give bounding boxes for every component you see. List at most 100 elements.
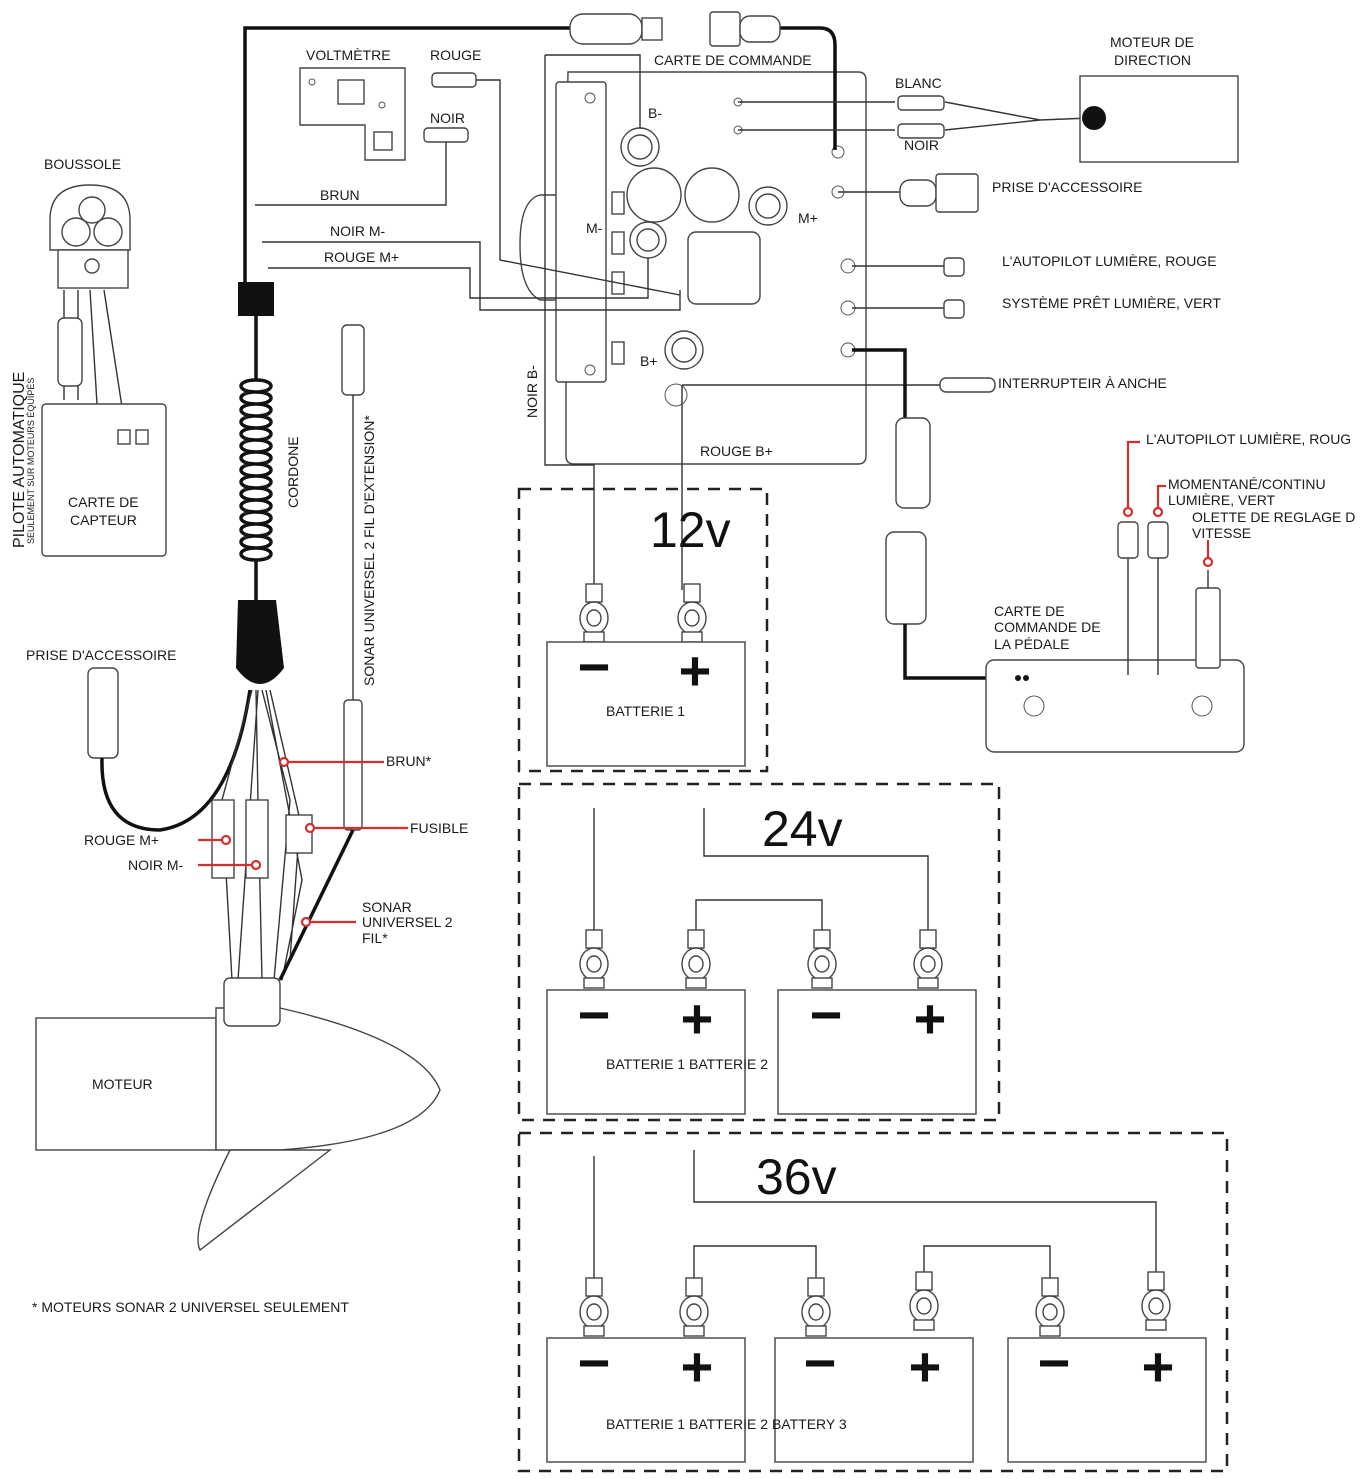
label-b-plus: B+: [640, 353, 658, 369]
accessory-plug-top: [899, 173, 979, 213]
fuse-rouge: [431, 72, 477, 88]
label-molette-1: OLETTE DE REGLAGE D: [1192, 509, 1355, 525]
capacitor-1: [626, 167, 682, 223]
battery-36v-1: −+: [546, 1331, 746, 1463]
label-carte-capteur-2: CAPTEUR: [70, 512, 137, 528]
label-autopilot-rouge: L'AUTOPILOT LUMIÈRE, ROUGE: [1002, 253, 1217, 269]
label-momentane-1: MOMENTANÉ/CONTINU: [1168, 476, 1326, 492]
label-sonar-fil-1: SONAR: [362, 899, 412, 915]
terminal-36v-b2-neg: [801, 1277, 831, 1337]
battery-layer: −+−+−+−+−+−+: [546, 583, 1207, 1463]
terminal-12v-neg: [579, 583, 609, 643]
label-moteur-direction-1: MOTEUR DE: [1110, 34, 1194, 50]
terminal-bar: [555, 81, 607, 383]
label-rouge-m-2: ROUGE M+: [84, 832, 159, 848]
frame-36v: [517, 1131, 1229, 1473]
label-prise-accessoire-2: PRISE D'ACCESSOIRE: [26, 647, 177, 663]
label-m-minus: M-: [586, 220, 603, 236]
label-12v: 12v: [650, 502, 731, 558]
label-pedale-1: CARTE DE: [994, 603, 1065, 619]
plus-sign: +: [1142, 1335, 1175, 1398]
top-connectors: [569, 11, 781, 47]
reed-switch: [939, 377, 996, 393]
label-boussole: BOUSSOLE: [44, 156, 121, 172]
relay-block: [687, 231, 761, 305]
minus-sign: −: [578, 1331, 611, 1394]
label-prise-accessoire: PRISE D'ACCESSOIRE: [992, 179, 1143, 195]
terminal-m-minus: [629, 221, 667, 259]
label-b-minus: B-: [648, 105, 662, 121]
footnote: * MOTEURS SONAR 2 UNIVERSEL SEULEMENT: [32, 1299, 349, 1315]
terminal-36v-b1-neg: [579, 1277, 609, 1337]
label-rouge-m: ROUGE M+: [324, 249, 399, 265]
battery-36v-2: −+: [774, 1331, 974, 1463]
terminal-b-minus: [620, 127, 660, 167]
trolling-motor: [35, 977, 441, 1252]
label-autopilot-roug: L'AUTOPILOT LUMIÈRE, ROUG: [1146, 431, 1351, 447]
label-m-plus: M+: [798, 210, 818, 226]
label-24v: 24v: [762, 801, 843, 857]
control-board-assembly: [519, 71, 867, 465]
terminal-24v-b2-pos: [913, 929, 943, 989]
label-brun: BRUN: [320, 187, 360, 203]
label-fusible: FUSIBLE: [410, 820, 468, 836]
battery-12v: −+: [546, 635, 746, 767]
plus-sign: +: [681, 1335, 714, 1398]
label-noir-m-2: NOIR M-: [128, 857, 184, 873]
label-moteur: MOTEUR: [92, 1076, 153, 1092]
battery-24v-1: −+: [546, 983, 746, 1115]
terminal-36v-b3-pos: [1141, 1271, 1171, 1331]
label-cordone: CORDONE: [285, 436, 301, 508]
sensor-board: [41, 403, 167, 557]
label-momentane-2: LUMIÈRE, VERT: [1168, 492, 1276, 508]
terminal-24v-b1-pos: [681, 929, 711, 989]
terminal-36v-b2-pos: [909, 1271, 939, 1331]
connector-a: [569, 13, 643, 45]
sonar-extension: [341, 324, 365, 831]
indicator-lamps: [943, 257, 965, 319]
terminal-b-plus: [664, 330, 704, 370]
motor-leads: [211, 689, 355, 981]
plus-sign: +: [914, 987, 947, 1050]
label-noir-2: NOIR: [904, 137, 939, 153]
terminal-m-plus: [748, 186, 788, 226]
steering-motor: [897, 75, 1239, 163]
label-noir: NOIR: [430, 110, 465, 126]
label-sonar-fil-2: UNIVERSEL 2: [362, 914, 453, 930]
label-interrupteur: INTERRUPTEIR À ANCHE: [998, 375, 1167, 391]
terminal-24v-b2-neg: [807, 929, 837, 989]
minus-sign: −: [804, 1331, 837, 1394]
fuse-holder: [285, 814, 313, 854]
label-batterie-1: BATTERIE 1: [606, 703, 685, 719]
minus-sign: −: [578, 983, 611, 1046]
label-batteries-24: BATTERIE 1 BATTERIE 2: [606, 1056, 768, 1072]
voltmeter: [299, 67, 406, 161]
label-voltmetre: VOLTMÈTRE: [306, 47, 391, 63]
terminal-12v-pos: [677, 583, 707, 643]
label-moteur-direction-2: DIRECTION: [1114, 52, 1191, 68]
label-batteries-36: BATTERIE 1 BATTERIE 2 BATTERY 3: [606, 1416, 847, 1432]
label-rouge: ROUGE: [430, 47, 481, 63]
plus-sign: +: [679, 639, 712, 702]
battery-36v-3: −+: [1007, 1331, 1207, 1463]
battery-24v-2: −+: [777, 983, 977, 1115]
label-36v: 36v: [756, 1149, 837, 1205]
label-blanc: BLANC: [895, 75, 942, 91]
label-carte-commande: CARTE DE COMMANDE: [654, 52, 812, 68]
pedal-cable: [885, 417, 1010, 680]
minus-sign: −: [578, 635, 611, 698]
top-wiring: [243, 26, 1091, 590]
label-carte-capteur-1: CARTE DE: [68, 494, 139, 510]
minus-sign: −: [1038, 1331, 1071, 1394]
label-rouge-b: ROUGE B+: [700, 443, 773, 459]
minus-sign: −: [810, 983, 843, 1046]
plus-sign: +: [681, 987, 714, 1050]
connector-b: [709, 11, 741, 47]
frame-24v: [517, 782, 1001, 1122]
plus-sign: +: [909, 1335, 942, 1398]
compass-assembly: [41, 184, 167, 557]
coiled-cord: [236, 282, 284, 684]
terminal-36v-b3-neg: [1035, 1277, 1065, 1337]
label-systeme-pret: SYSTÈME PRÊT LUMIÈRE, VERT: [1002, 295, 1221, 311]
